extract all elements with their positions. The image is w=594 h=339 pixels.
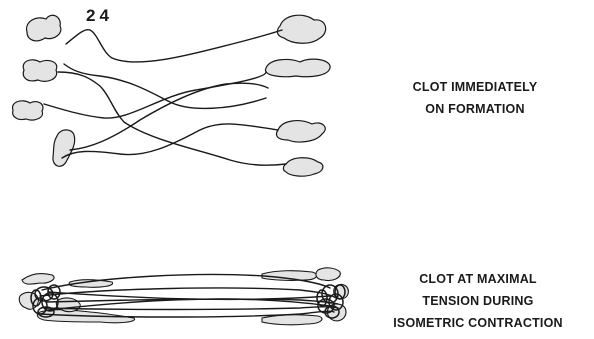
fibrin-strand	[48, 292, 330, 299]
platelets-top-right	[265, 15, 330, 176]
fibrin-strands-top	[44, 30, 286, 166]
platelet	[53, 130, 75, 166]
caption-line: CLOT AT MAXIMAL	[368, 268, 588, 290]
caption-clot-immediately: CLOT IMMEDIATELY ON FORMATION	[380, 76, 570, 120]
caption-clot-maximal-tension: CLOT AT MAXIMAL TENSION DURING ISOMETRIC…	[368, 268, 588, 334]
platelet	[316, 268, 340, 281]
platelet	[22, 274, 54, 285]
fibrin-strand	[44, 307, 338, 310]
platelet	[56, 298, 80, 312]
fibrin-strand	[40, 288, 336, 298]
fibrin-strand	[62, 124, 278, 158]
caption-line: ON FORMATION	[380, 98, 570, 120]
fibrin-strand	[70, 83, 268, 150]
platelet	[27, 15, 61, 41]
platelet	[276, 121, 325, 142]
caption-line: ISOMETRIC CONTRACTION	[368, 312, 588, 334]
platelet	[283, 158, 323, 176]
platelet	[23, 60, 57, 82]
caption-line: CLOT IMMEDIATELY	[380, 76, 570, 98]
platelet	[13, 101, 43, 120]
fibrin-strand	[64, 64, 266, 108]
fibrin-strand	[66, 30, 282, 62]
platelet	[265, 59, 330, 77]
platelet	[262, 315, 322, 325]
platelets-top-left	[13, 15, 75, 166]
caption-line: TENSION DURING	[368, 290, 588, 312]
platelet	[277, 15, 325, 43]
